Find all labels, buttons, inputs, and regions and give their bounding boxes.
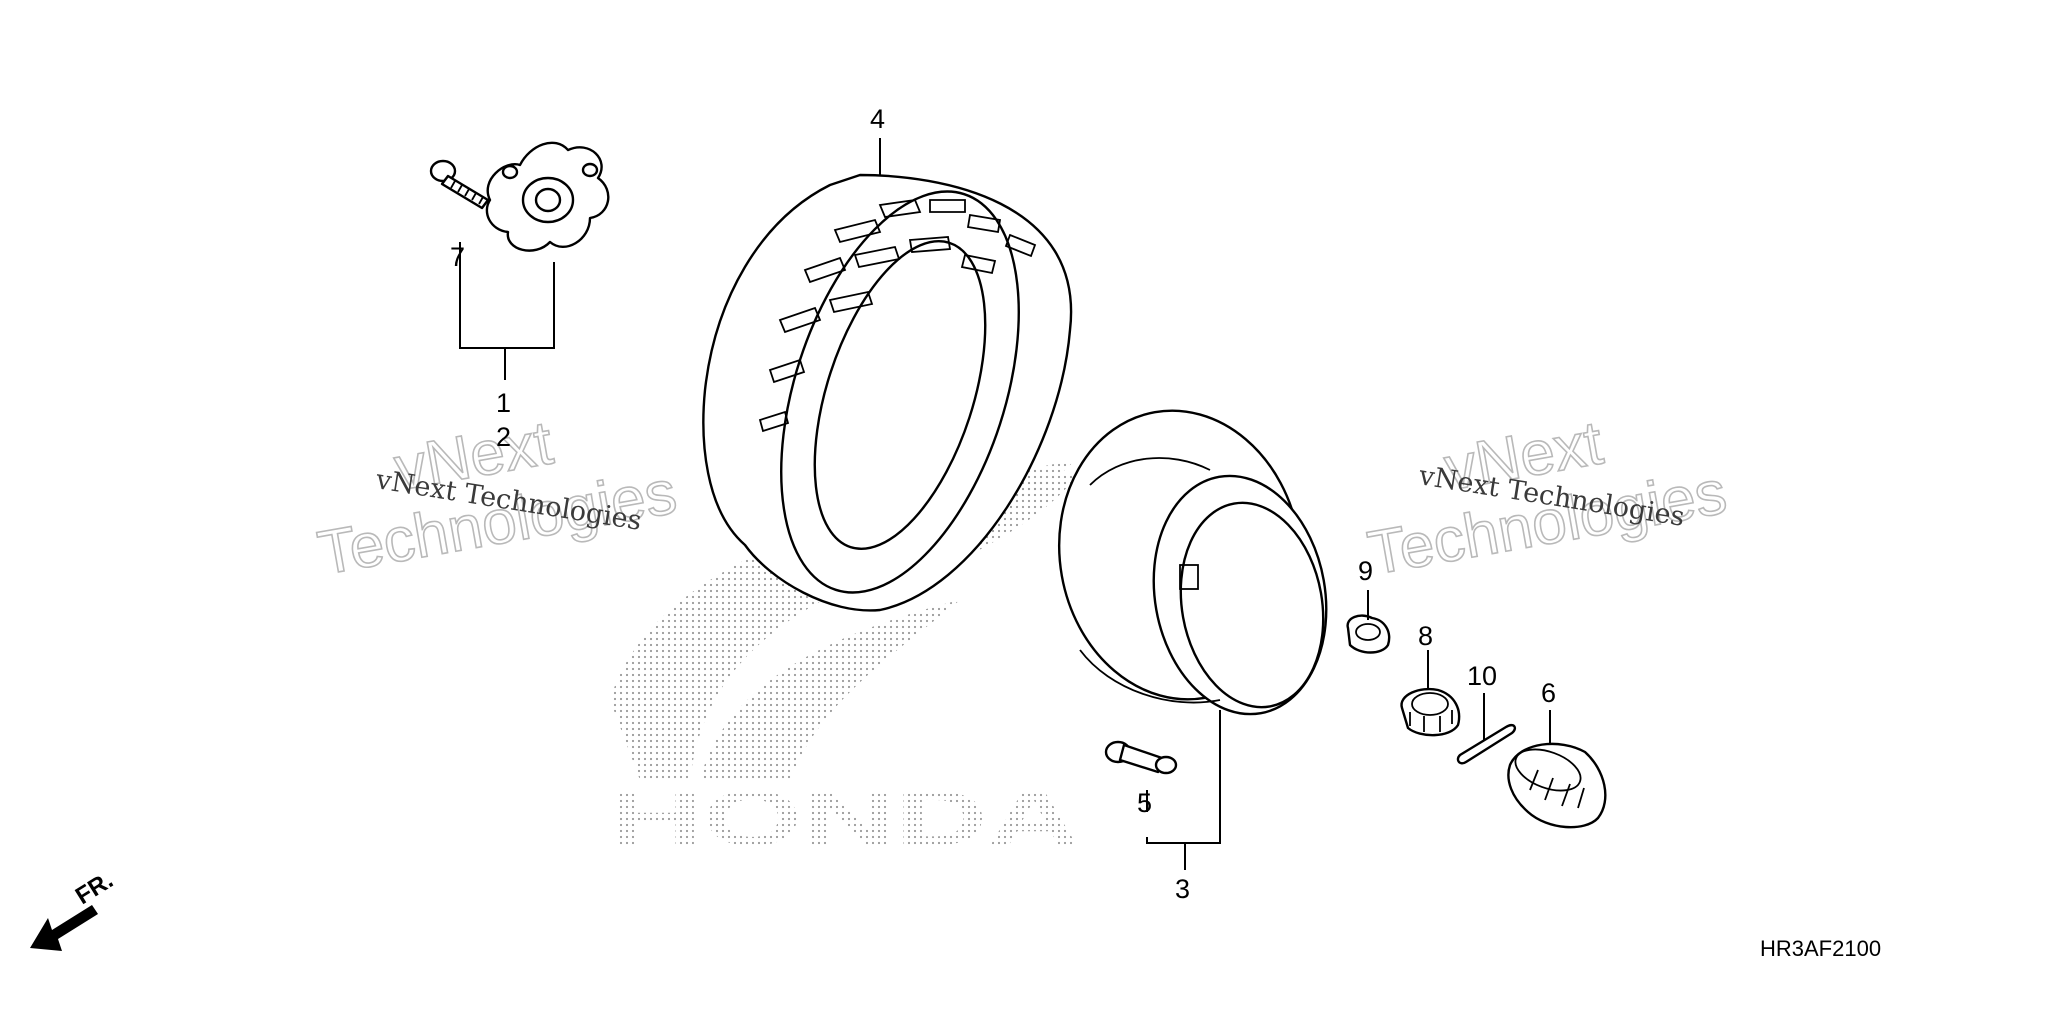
castle-nut-part xyxy=(1400,687,1461,737)
hub-bolt-part xyxy=(429,159,490,210)
wheel-hub-part xyxy=(485,141,610,252)
nut-small-part xyxy=(1346,614,1391,654)
leader-lines xyxy=(459,138,1551,870)
cotter-pin-part xyxy=(1456,723,1517,765)
callout-4: 4 xyxy=(870,104,885,134)
callout-7: 7 xyxy=(450,242,465,272)
tire-tread-pattern xyxy=(758,199,1037,433)
leader-3-bracket xyxy=(1146,710,1221,844)
callout-2: 2 xyxy=(496,422,511,452)
wheel-rim-part xyxy=(1057,409,1328,716)
hub-cap-part xyxy=(1507,742,1607,829)
callout-10: 10 xyxy=(1467,661,1497,691)
tire-part xyxy=(702,173,1073,612)
tire-valve-part xyxy=(1104,740,1178,775)
diagram-code: HR3AF2100 xyxy=(1760,936,1881,961)
callout-3: 3 xyxy=(1175,874,1190,904)
honda-logo-text: HONDA xyxy=(610,774,1080,862)
callout-5: 5 xyxy=(1137,788,1152,818)
direction-label: FR. xyxy=(71,867,118,910)
callout-9: 9 xyxy=(1358,556,1373,586)
callout-6: 6 xyxy=(1541,678,1556,708)
front-direction-arrow-icon: FR. xyxy=(30,867,118,951)
callout-8: 8 xyxy=(1418,621,1433,651)
callout-1: 1 xyxy=(496,388,511,418)
leader-1-bracket xyxy=(459,242,555,349)
